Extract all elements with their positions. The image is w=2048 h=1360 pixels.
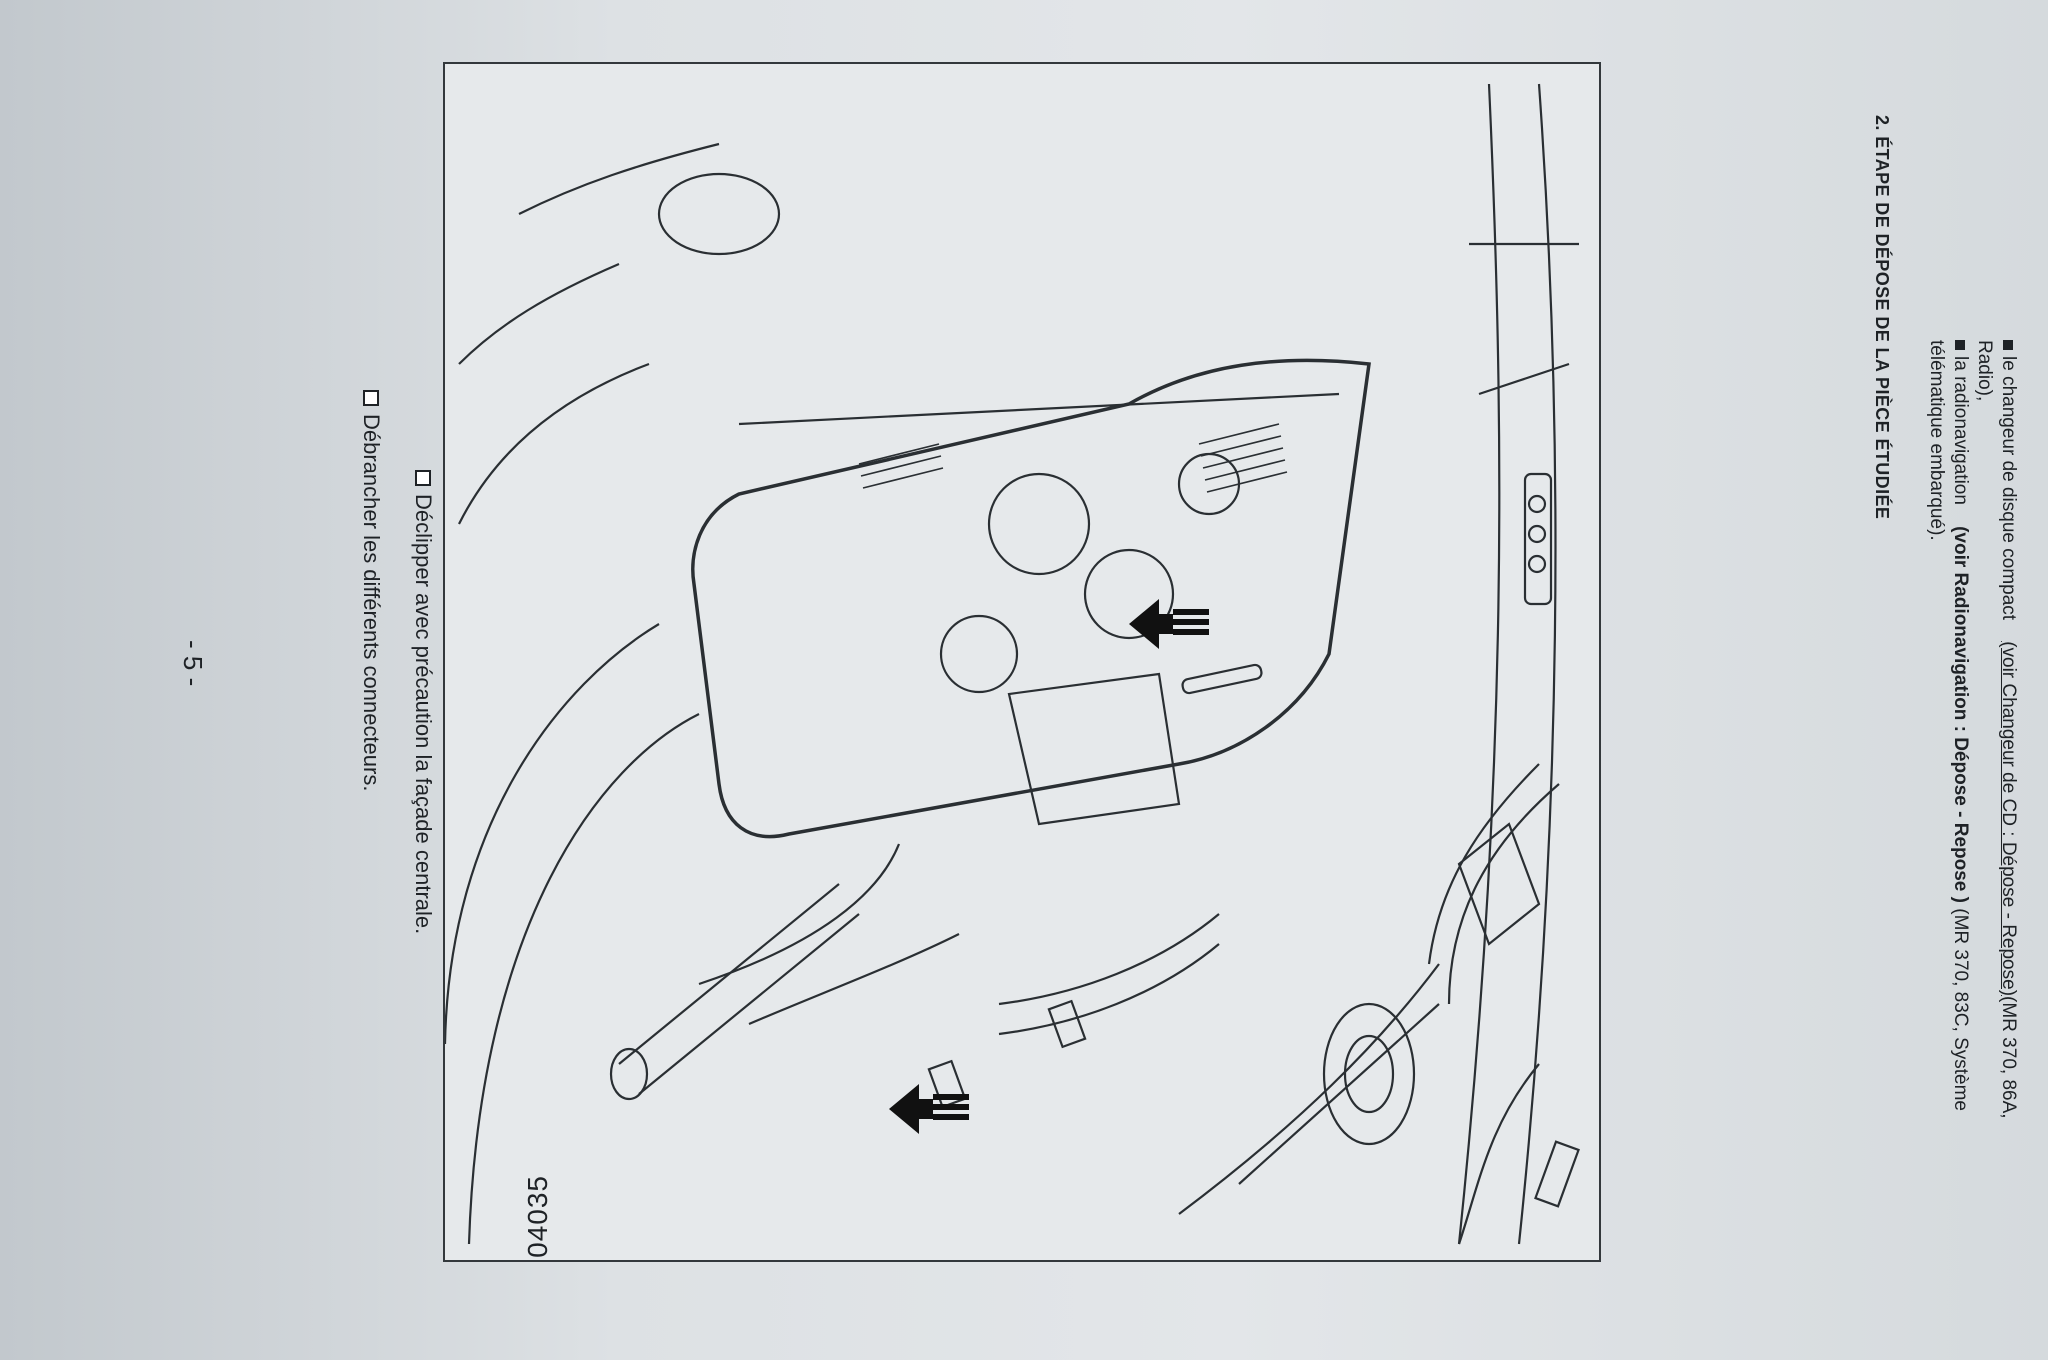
down-arrow-icon — [1129, 599, 1209, 649]
intro-item-1-continuation: Radio), — [1974, 340, 1995, 402]
dashboard-line-drawing — [445, 83, 1580, 1245]
step-1: Déclipper avec précaution la façade cent… — [410, 470, 436, 934]
intro-item-2: la radionavigation (voir Radionavigation… — [1949, 340, 1972, 1111]
square-bullet-icon — [2003, 340, 2014, 350]
step-2: Débrancher les différents connecteurs. — [358, 390, 384, 791]
radionavigation-reference: (voir Radionavigation : Dépose - Repose … — [1950, 526, 1971, 903]
square-bullet-icon — [1955, 340, 1966, 350]
page-number: - 5 - — [178, 640, 208, 687]
figure-number: 104035 — [522, 1175, 553, 1262]
intro-item-2-continuation: télématique embarqué). — [1926, 340, 1947, 541]
section-heading: 2. ÉTAPE DE DÉPOSE DE LA PIÈCE ÉTUDIÉE — [1872, 115, 1892, 520]
down-arrow-icon — [889, 1084, 969, 1134]
cd-changer-link[interactable]: (voir Changeur de CD : Dépose - Repose) — [1998, 641, 2019, 997]
checkbox-icon — [363, 390, 379, 406]
technical-illustration: 104035 — [443, 62, 1601, 1262]
checkbox-icon — [415, 470, 431, 486]
intro-item-1: le changeur de disque compact (voir Chan… — [1997, 340, 2020, 1119]
